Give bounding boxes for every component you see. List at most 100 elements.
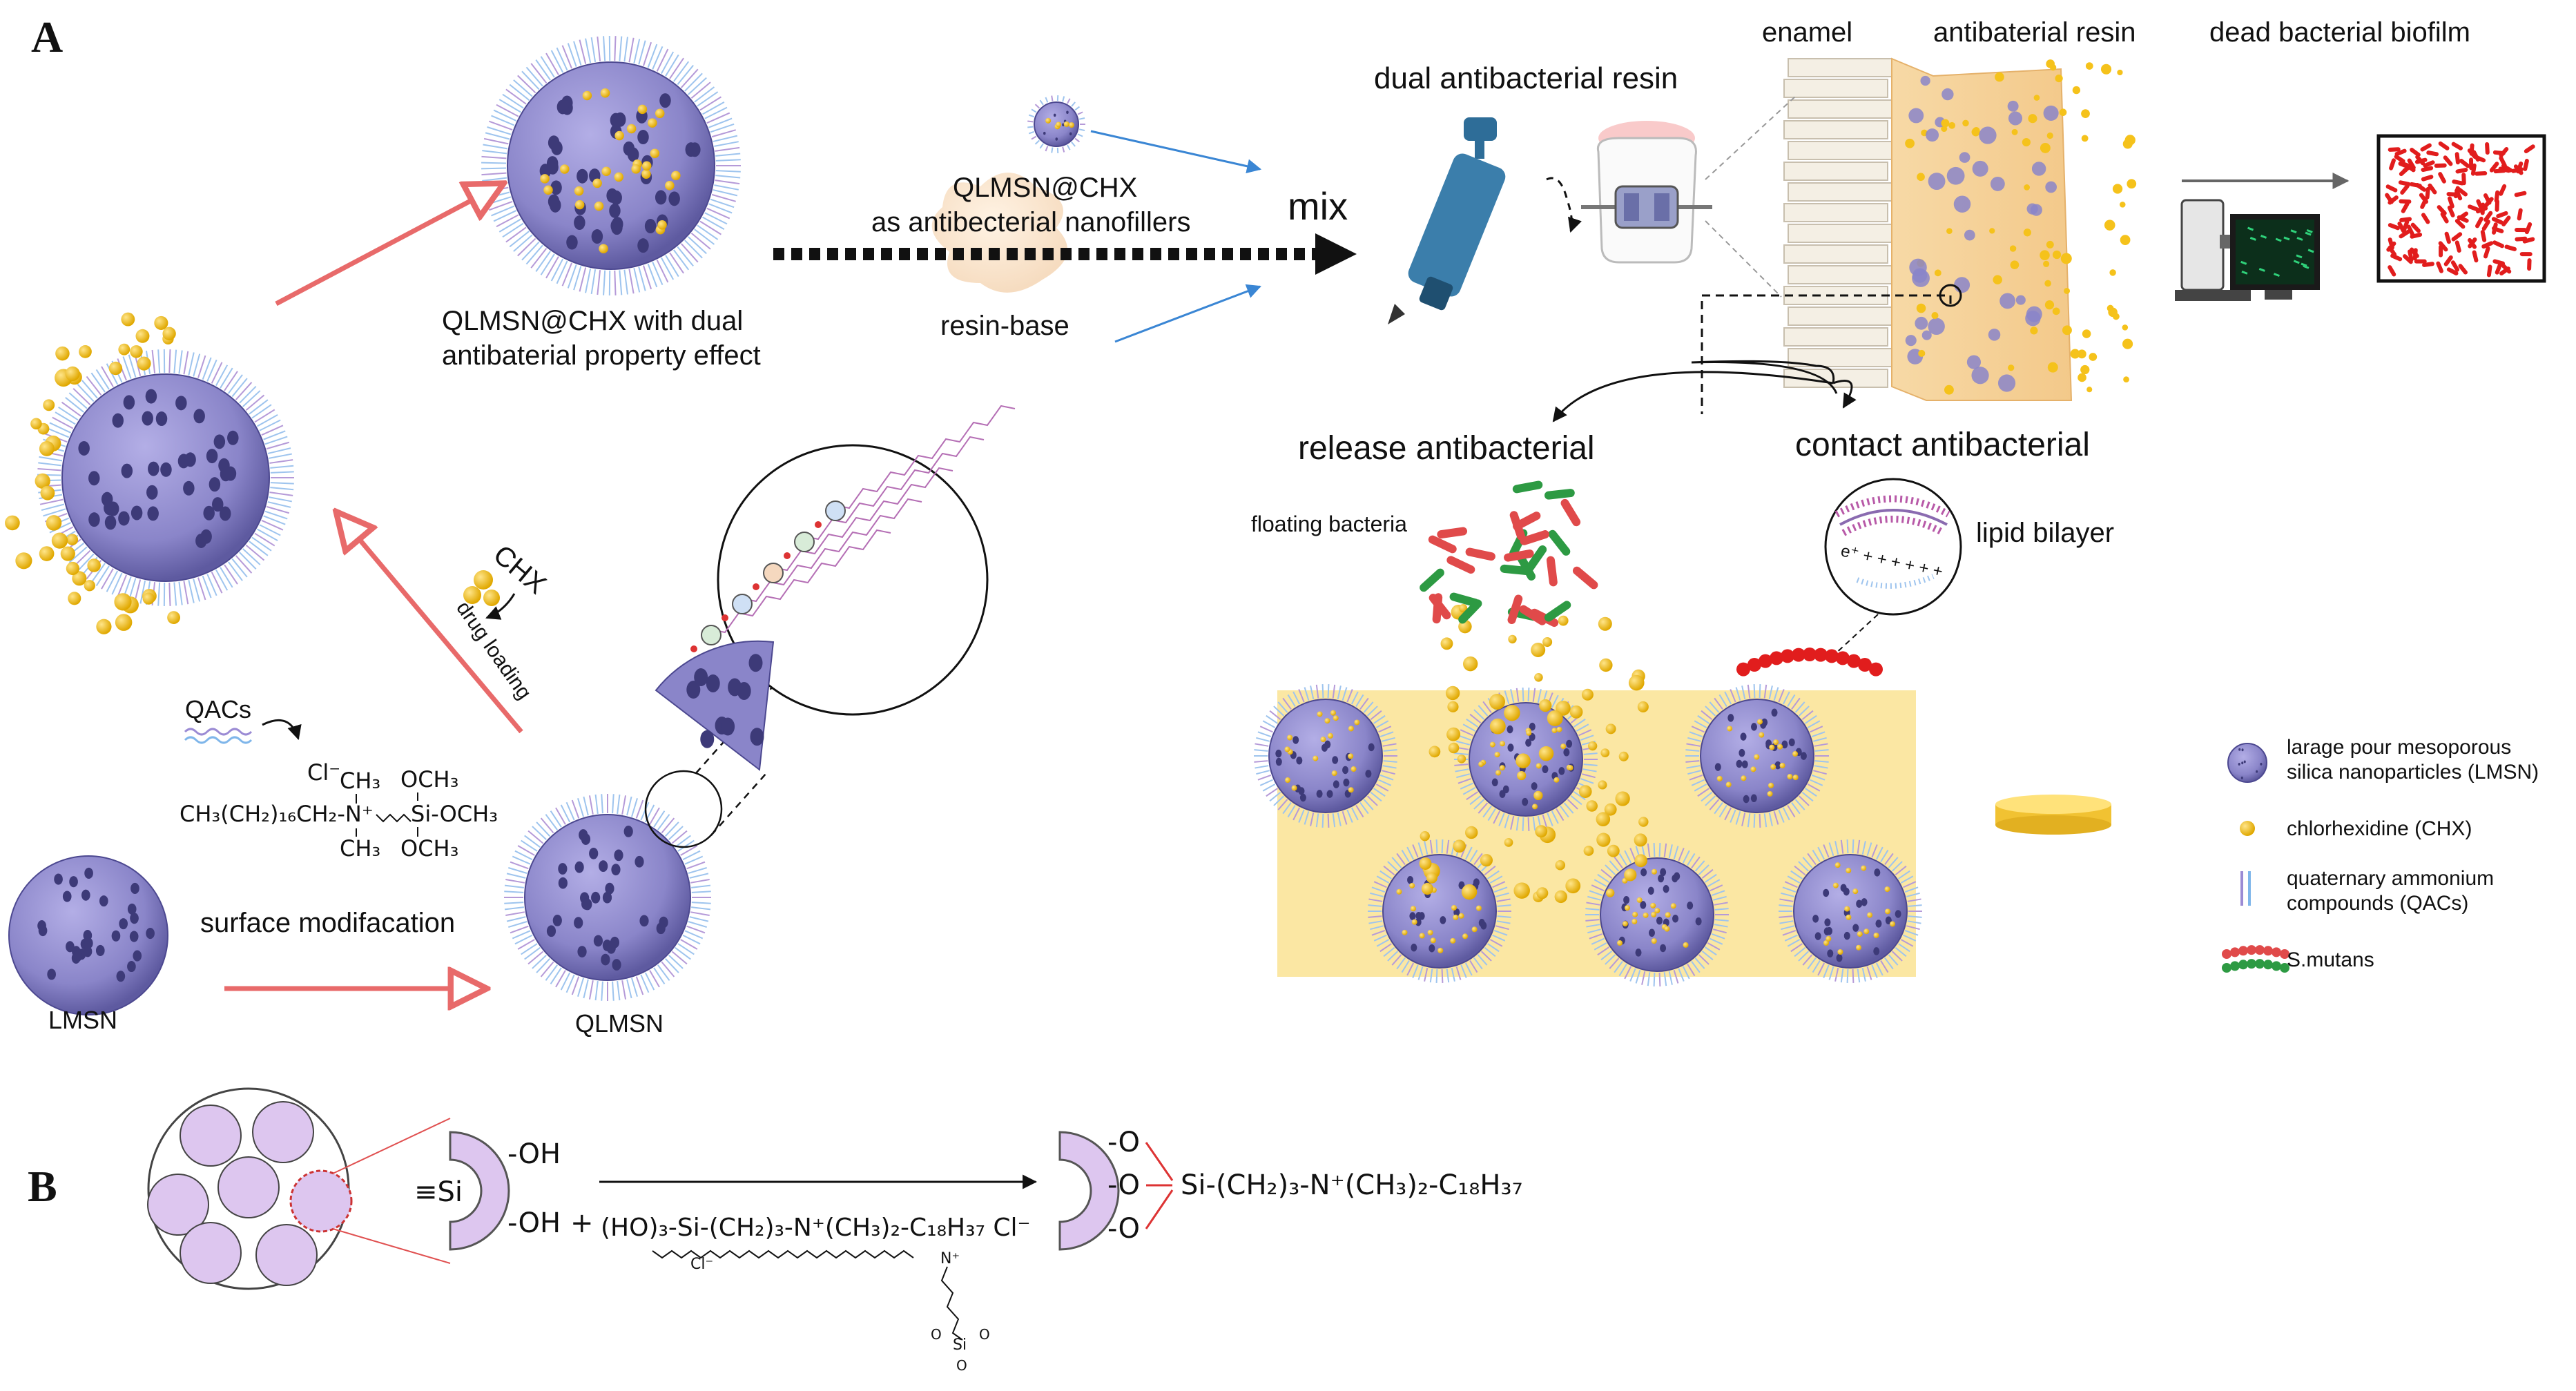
qac-fringe [1375,784,1389,792]
bacterium [1432,593,1443,624]
qac-fringe [1077,133,1083,137]
dead-bacterium [2516,161,2524,174]
qac-fringe [168,349,171,373]
qac-fringe [1379,731,1394,737]
pore [1800,752,1807,760]
qac-fringe [1277,701,1288,713]
qac-fringe [1802,857,1813,868]
qac-fringe [706,112,730,124]
chx-dot [1598,780,1607,790]
qac-fringe [1273,706,1285,717]
pore [1840,884,1847,892]
pore [1873,947,1880,955]
pore [184,452,196,467]
qac-fringe [1071,101,1076,107]
qac-fringe [1464,846,1473,860]
qac-fringe [643,265,652,290]
pore [203,505,215,521]
loading-curve-arrow [485,593,516,620]
dead-bacterium [2400,184,2410,195]
qac-fringe [672,61,690,82]
dead-bacterium [2385,184,2398,193]
qac-fringe [1802,954,1813,966]
qac-fringe [1576,723,1589,732]
pore [47,969,56,980]
qac-fringe [1346,809,1353,823]
dead-bacterium [2443,155,2453,166]
qac-fringe [1473,709,1485,720]
qac-fringe [571,799,580,819]
qac-fringe [95,565,110,587]
qac-fringe [690,911,710,917]
qac-fringe [1441,839,1444,854]
pore [1635,949,1642,957]
chx-dot [641,169,651,179]
qac-fringe [1714,908,1729,911]
qac-fringe [1904,886,1919,893]
qacs-curve-arrow [262,719,302,741]
pore [1316,790,1323,798]
qac-fringe [1903,934,1917,942]
qac-fringe [555,970,566,988]
qac-fringe [710,198,735,208]
chx-releasing-particle [5,312,294,634]
chx-dot [108,361,123,376]
qac-fringe [55,411,76,425]
chx-dot [1634,833,1647,847]
ammonium-head [763,563,784,583]
chx-dot [1396,888,1402,895]
chem-si-och3: Si-OCH₃ [411,801,498,827]
skeletal-structure: Cl⁻ N⁺ Si O O O [652,1249,990,1374]
qac-fringe [1678,968,1685,982]
dead-bacterium [2491,217,2504,225]
qac-fringe [527,830,544,844]
qac-fringe [1713,928,1727,934]
qac-fringe [1866,966,1872,980]
qac-fringe [1900,939,1914,947]
legend-qac-line1: quaternary ammonium [2287,867,2494,890]
qac-fringe [521,70,540,90]
dead-bacterium [2421,175,2434,182]
pore [1324,740,1331,749]
dead-bacterium [2410,232,2423,239]
qac-fringe [532,954,547,969]
dead-bacterium [2472,250,2479,263]
dead-bacterium [2515,228,2528,233]
qac-fringe [1378,726,1392,733]
chx-dot [66,534,79,545]
qac-fringe [257,528,278,541]
qac-fringe [1790,943,1803,953]
chx-dot [1650,902,1656,908]
release-antibacterial-label: release antibacterial [1298,430,1595,467]
qac-fringe [1807,784,1821,792]
dead-bacterium [1759,654,1772,668]
dead-bacterium [2402,220,2410,232]
qac-fringe [686,925,706,934]
chx-dot [1565,878,1581,894]
legend-lmsn-icon [2227,743,2267,783]
pore [209,477,221,492]
qac-fringe [699,220,722,235]
chx-dot [130,345,143,358]
chx-dot [1526,730,1532,736]
chx-dot [1631,918,1638,924]
qac-fringe [1473,853,1483,866]
chx-dot [114,593,132,611]
chx-dot [1495,770,1502,776]
qac-fringe [690,81,711,99]
qac-fringe [1686,743,1701,747]
pore [142,411,153,426]
qac-fringe [669,252,684,274]
chx-dot [1856,944,1862,951]
qac-fringe [690,878,710,884]
bacterium [1512,480,1543,494]
dead-bacterium [2439,244,2443,257]
chx-dot [463,586,481,604]
dead-bacterium [2410,222,2421,233]
qac-fringe [1078,128,1085,132]
chx-dot [1578,785,1592,799]
qac-fringe [1663,843,1667,857]
qac-fringe [1763,813,1768,828]
qac-fringe [1782,691,1790,705]
struct-o: O [956,1357,967,1374]
